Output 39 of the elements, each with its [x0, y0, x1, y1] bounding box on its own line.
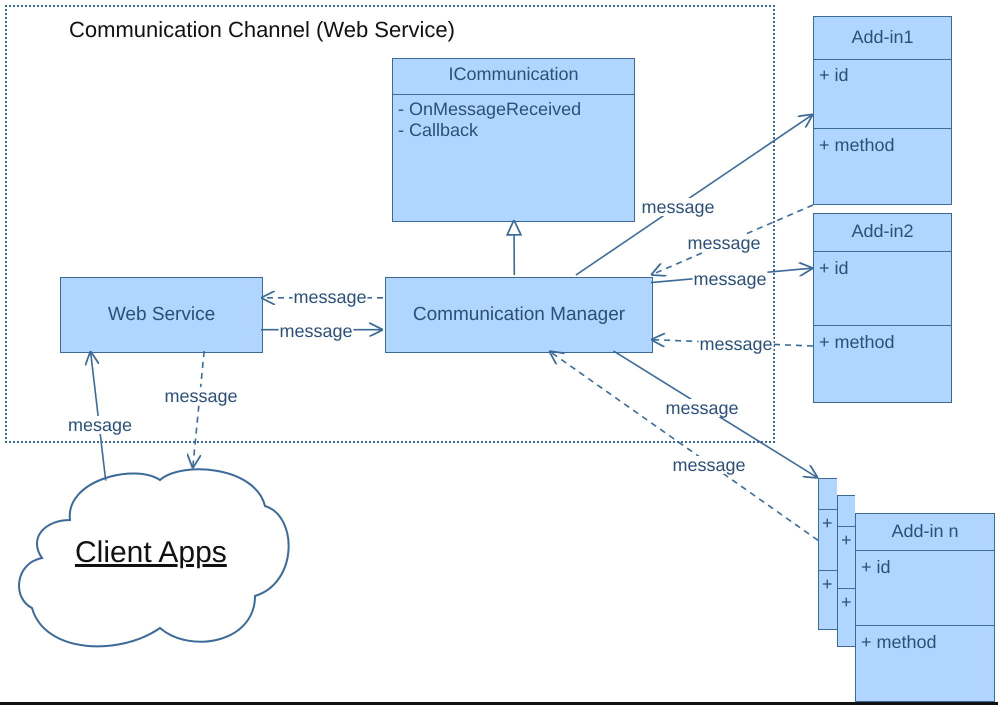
class-member: + id: [861, 557, 891, 577]
class-name: Add-in2: [850, 221, 915, 241]
channel-boundary: [5, 5, 775, 443]
class-name: Add-in1: [850, 27, 915, 47]
inheritance-arrow: [506, 219, 522, 275]
edge-label: message: [692, 270, 768, 288]
message-arrow: [576, 113, 814, 276]
class-member: +: [822, 513, 833, 533]
edge-label: message: [664, 399, 740, 417]
class-member: + method: [819, 332, 895, 352]
class-box: [813, 16, 952, 205]
boundary-title: Communication Channel (Web Service): [69, 17, 455, 43]
class-name: ICommunication: [447, 64, 580, 84]
class-name: Add-in n: [890, 521, 960, 541]
edge-label: message: [671, 456, 747, 474]
class-member: + method: [861, 632, 937, 652]
class-box: [813, 213, 952, 403]
edge-label: message: [640, 198, 716, 216]
class-box: [392, 58, 635, 222]
class-member: + id: [819, 258, 849, 278]
class-box: [855, 513, 995, 702]
class-member: +: [822, 574, 833, 594]
stacked-class-box: [837, 495, 855, 647]
class-member: +: [841, 592, 852, 612]
message-arrow: [186, 350, 205, 470]
class-member: - OnMessageReceived: [398, 99, 582, 119]
edge-label: mesage: [66, 416, 134, 434]
stacked-class-box: [818, 478, 837, 630]
message-arrow: [548, 350, 818, 541]
cloud-label: Client Apps: [75, 536, 227, 570]
class-member: + method: [819, 135, 895, 155]
edge-label: message: [686, 234, 762, 252]
edge-label: message: [163, 387, 239, 405]
component-box: Web Service: [60, 277, 263, 353]
class-member: +: [841, 530, 852, 550]
class-member: - Callback: [398, 120, 478, 140]
class-member: + id: [819, 65, 849, 85]
edge-label: message: [698, 335, 774, 353]
component-box: Communication Manager: [385, 277, 653, 353]
